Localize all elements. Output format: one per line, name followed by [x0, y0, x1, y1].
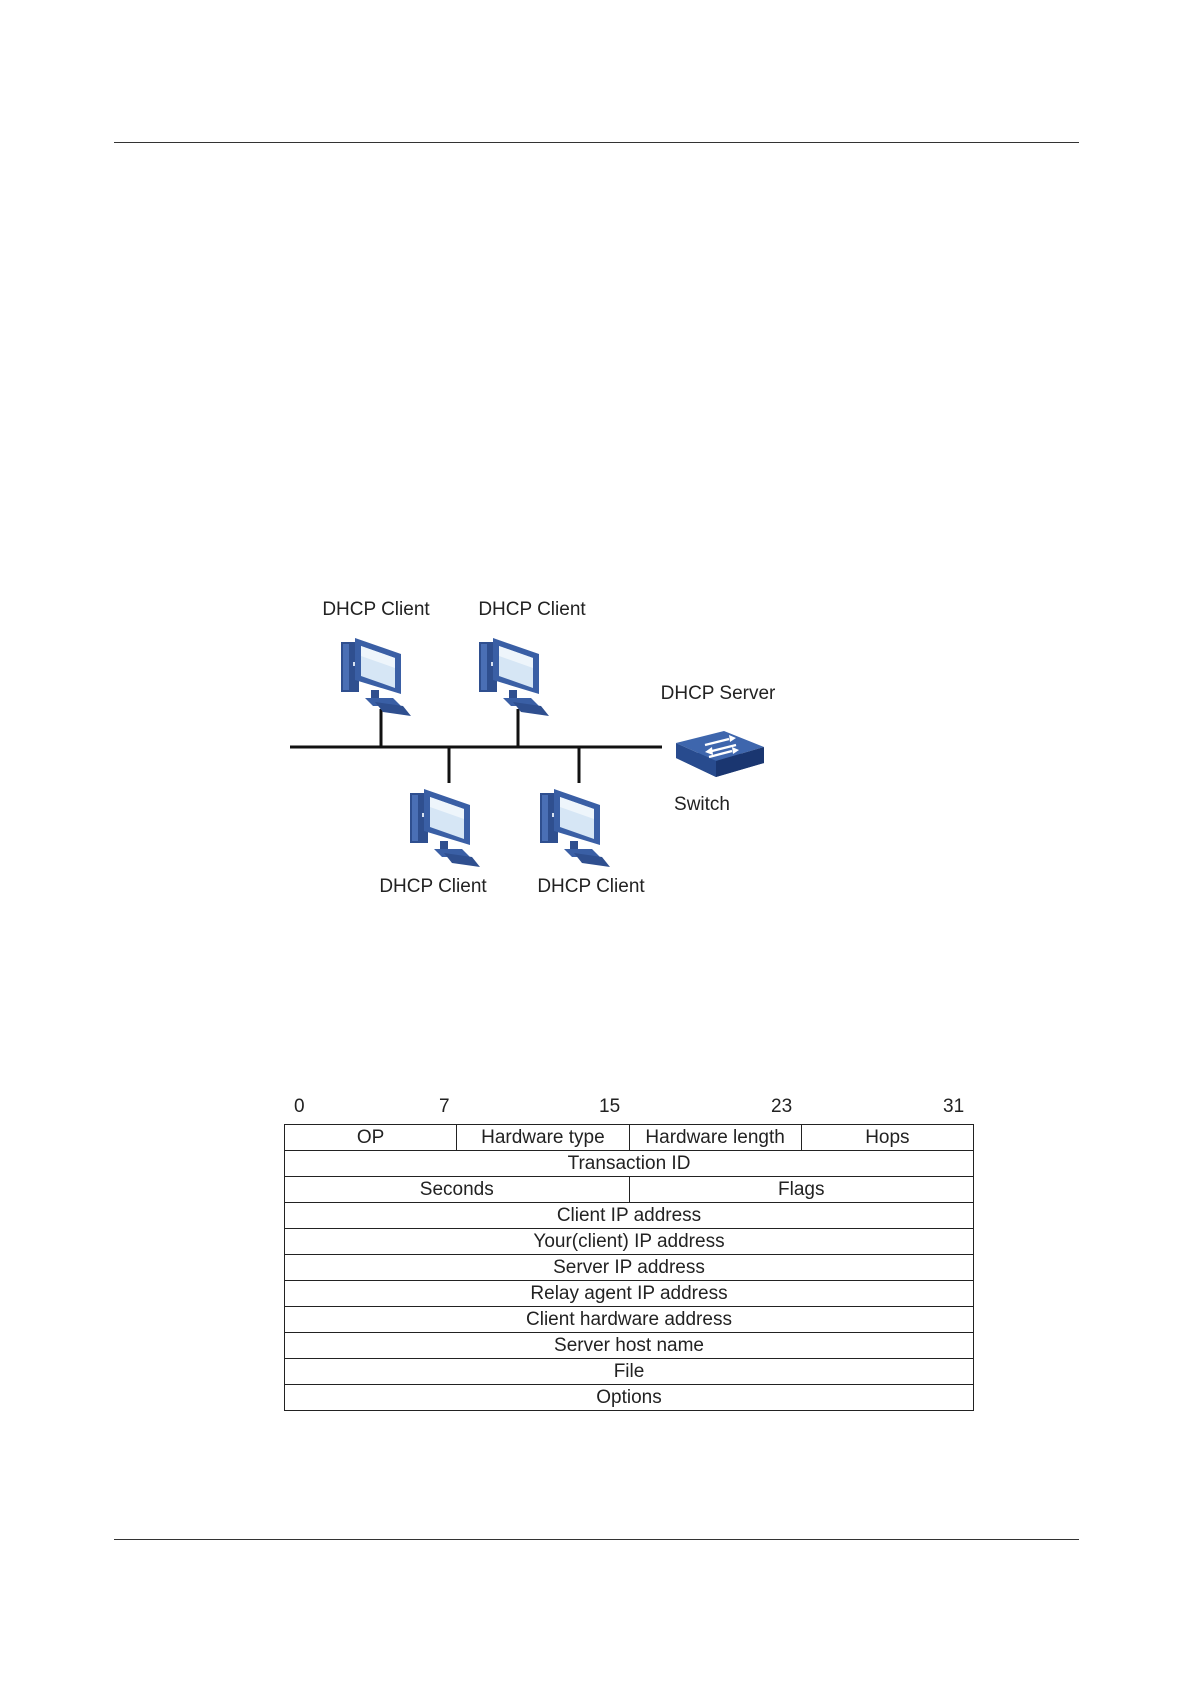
packet-format-table: OP Hardware type Hardware length Hops Tr… — [284, 1124, 974, 1411]
computer-icon — [479, 638, 549, 716]
computer-icon — [341, 638, 411, 716]
table-row: Server host name — [285, 1333, 974, 1359]
client-label: DHCP Client — [322, 599, 430, 620]
switch-icon — [676, 731, 764, 777]
table-row: OP Hardware type Hardware length Hops — [285, 1125, 974, 1151]
bit-ruler: 0 7 15 23 31 — [284, 1096, 974, 1124]
client-label: DHCP Client — [478, 599, 586, 620]
computer-icon — [410, 789, 480, 867]
client-label: DHCP Client — [379, 876, 487, 897]
field-hardware-length: Hardware length — [629, 1125, 801, 1151]
table-row: Client IP address — [285, 1203, 974, 1229]
field-hops: Hops — [801, 1125, 973, 1151]
table-row: File — [285, 1359, 974, 1385]
footer-rule — [114, 1539, 1079, 1540]
table-row: Client hardware address — [285, 1307, 974, 1333]
table-row: Relay agent IP address — [285, 1281, 974, 1307]
field-flags: Flags — [629, 1177, 974, 1203]
bit-position: 23 — [771, 1096, 792, 1118]
table-row: Server IP address — [285, 1255, 974, 1281]
server-label: DHCP Server — [661, 683, 776, 704]
field-seconds: Seconds — [285, 1177, 630, 1203]
field-op: OP — [285, 1125, 457, 1151]
field-server-ip: Server IP address — [285, 1255, 974, 1281]
field-relay-agent-ip: Relay agent IP address — [285, 1281, 974, 1307]
field-file: File — [285, 1359, 974, 1385]
field-client-ip: Client IP address — [285, 1203, 974, 1229]
bit-position: 0 — [294, 1096, 305, 1118]
header-rule — [114, 142, 1079, 143]
bit-position: 31 — [943, 1096, 964, 1118]
computer-icon — [540, 789, 610, 867]
field-options: Options — [285, 1385, 974, 1411]
client-label: DHCP Client — [537, 876, 645, 897]
field-client-hardware-address: Client hardware address — [285, 1307, 974, 1333]
table-row: Transaction ID — [285, 1151, 974, 1177]
bit-position: 15 — [599, 1096, 620, 1118]
field-your-ip: Your(client) IP address — [285, 1229, 974, 1255]
table-row: Options — [285, 1385, 974, 1411]
field-transaction-id: Transaction ID — [285, 1151, 974, 1177]
field-hardware-type: Hardware type — [457, 1125, 629, 1151]
dhcp-packet-format: 0 7 15 23 31 OP Hardware type Hardware l… — [284, 1096, 974, 1411]
field-server-host-name: Server host name — [285, 1333, 974, 1359]
switch-label: Switch — [674, 794, 730, 815]
table-row: Seconds Flags — [285, 1177, 974, 1203]
table-row: Your(client) IP address — [285, 1229, 974, 1255]
bit-position: 7 — [439, 1096, 450, 1118]
dhcp-topology-diagram: DHCP Client DHCP Client DHCP Client DHCP… — [280, 585, 800, 900]
